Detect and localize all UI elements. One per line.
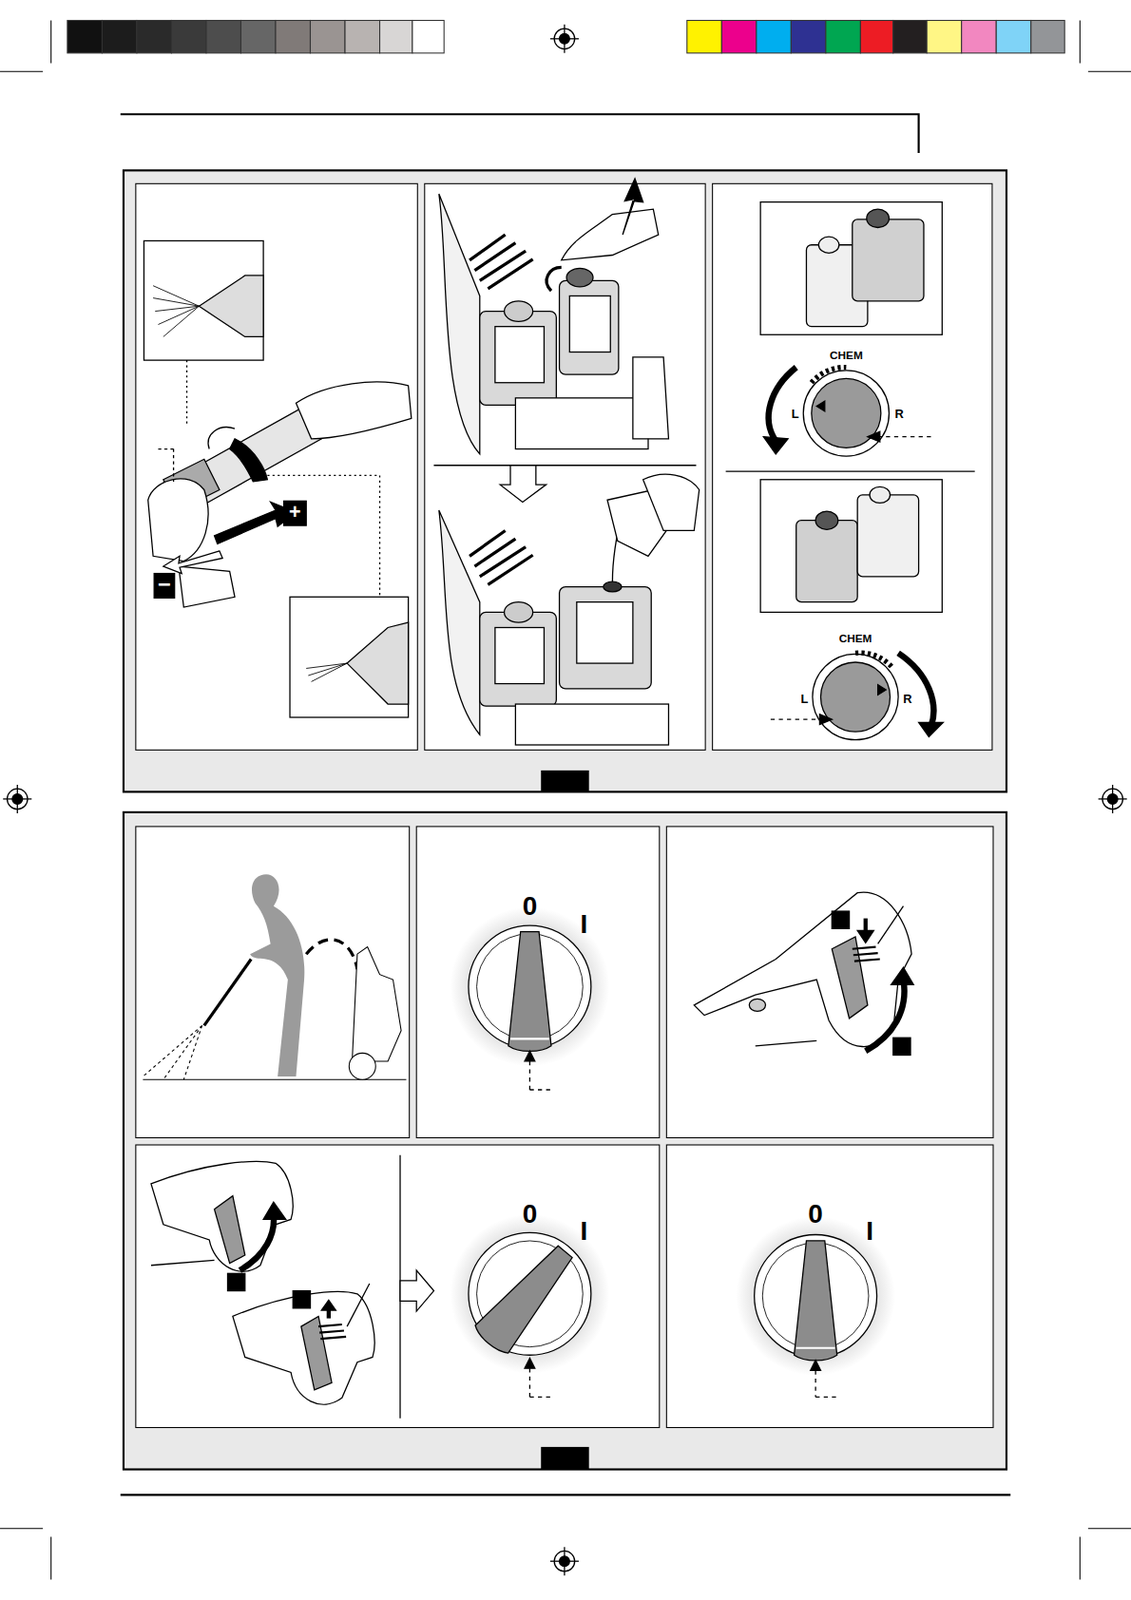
figure-tab (540, 1447, 589, 1471)
registration-marks (2, 24, 1127, 1576)
switch-position: I (579, 911, 588, 939)
switch-position: 0 (522, 1201, 538, 1228)
footer-rule (120, 1494, 1012, 1496)
switch-position: I (579, 1218, 588, 1246)
figure-frame (123, 812, 1007, 1471)
dial-marking: R (895, 408, 904, 422)
dial-marking: L (800, 692, 808, 706)
figure-frame (123, 170, 1007, 792)
dial-marking: L (791, 408, 800, 422)
switch-position: 0 (522, 893, 538, 921)
sign-symbol: − (157, 575, 172, 598)
operator-figure (142, 874, 406, 1080)
dial-marking: R (902, 692, 912, 706)
spray-gun (151, 1155, 434, 1419)
figure-tab (540, 770, 589, 793)
dial-marking: CHEM (829, 350, 863, 363)
dial-marking: CHEM (839, 633, 873, 646)
switch-position: 0 (807, 1201, 824, 1228)
sign-symbol: + (288, 502, 302, 523)
switch-position: I (865, 1218, 874, 1246)
crop-marks (0, 19, 1131, 1580)
spray-gun (693, 892, 914, 1055)
switch-dial (735, 1216, 896, 1398)
nozzle-figure (143, 240, 411, 718)
colour-bar (687, 19, 1065, 53)
switch-dial (450, 907, 611, 1091)
header-rule (120, 114, 920, 154)
selector-figure (726, 202, 976, 741)
grey-scale-bar (67, 19, 444, 53)
switch-dial (450, 1214, 611, 1398)
tank-figure (433, 178, 699, 746)
